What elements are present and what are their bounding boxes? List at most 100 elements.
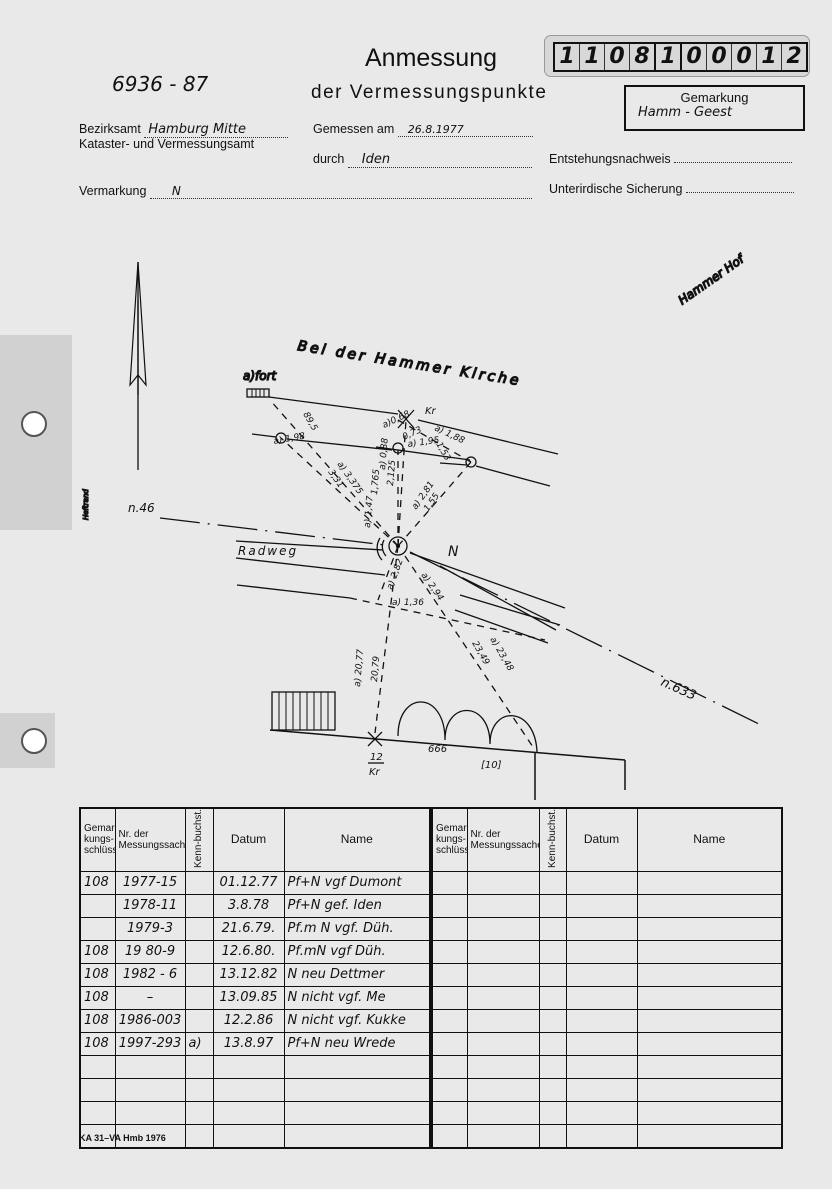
table-cell: 1986-003 (114, 1008, 186, 1033)
table-cell (184, 985, 214, 1010)
table-row (431, 1031, 783, 1056)
document-title: Anmessung (365, 44, 498, 72)
table-cell: 3.8.78 (212, 893, 285, 918)
measurement-label: a) 1,95 (407, 436, 440, 450)
column-header: Kenn-buchst. (184, 807, 214, 872)
table-cell (538, 1123, 567, 1149)
entstehung-label: Entstehungsnachweis (549, 152, 671, 166)
column-header-label: Name (340, 832, 373, 847)
column-header: Datum (565, 807, 638, 872)
table-cell (538, 1100, 567, 1125)
measurement-label: 89,5 (300, 411, 319, 434)
measurement-label: 20,79 (370, 655, 382, 682)
table-cell (212, 1123, 285, 1149)
table-cell (636, 939, 783, 964)
cross-mark (397, 409, 415, 429)
code-digit: 1 (654, 44, 680, 70)
table-cell (636, 1008, 783, 1033)
table-cell: 12.2.86 (212, 1008, 285, 1033)
table-cell (431, 1077, 468, 1102)
gemessen-label: Gemessen am (313, 122, 395, 136)
table-cell: 21.6.79. (212, 916, 285, 941)
margin-label: Heftrand (82, 489, 90, 520)
n633-label: n.633 (658, 675, 698, 704)
table-cell (431, 985, 468, 1010)
gemarkung-value: Hamm - Geest (638, 105, 732, 120)
table-cell (79, 916, 116, 941)
table-cell: Pf+N neu Wrede (283, 1031, 431, 1056)
point-n-label: N (448, 544, 459, 560)
table-cell (212, 1077, 285, 1102)
table-row (79, 1077, 431, 1102)
amt-label: Kataster- und Vermessungsamt (79, 137, 255, 151)
table-cell (466, 1077, 540, 1102)
table-cell (431, 1008, 468, 1033)
north-arrow-icon (129, 261, 147, 470)
table-cell (431, 1031, 468, 1056)
durch-value: Iden (347, 152, 532, 168)
table-row (431, 1054, 783, 1079)
table-cell (283, 1100, 431, 1125)
history-table-left: Gemar-kungs-schlüsselNr. der Messungssac… (79, 807, 431, 1149)
table-cell: 13.12.82 (212, 962, 285, 987)
table-row (431, 1008, 783, 1033)
table-cell (565, 893, 638, 918)
column-header: Kenn-buchst. (538, 807, 567, 872)
code-digit: 0 (706, 44, 731, 70)
measurement-label: 1,765 (370, 468, 382, 495)
table-cell (114, 1123, 186, 1149)
arches (397, 701, 538, 753)
table-cell (184, 1054, 214, 1079)
table-cell: N nicht vgf. Kukke (283, 1008, 431, 1033)
table-cell: – (114, 985, 186, 1010)
bezirksamt-value: Hamburg Mitte (144, 122, 289, 138)
table-cell (636, 985, 783, 1010)
table-cell (466, 916, 540, 941)
punch-hole (21, 411, 47, 437)
gemessen-field: Gemessen am 26.8.1977 (313, 122, 533, 137)
table-cell: 108 (79, 985, 116, 1010)
table-cell (466, 870, 540, 895)
durch-label: durch (313, 152, 345, 166)
column-header: Gemar-kungs-schlüssel (431, 807, 468, 872)
table-cell: N nicht vgf. Me (283, 985, 431, 1010)
table-cell (565, 939, 638, 964)
table-cell (538, 1031, 567, 1056)
table-cell (79, 1054, 116, 1079)
label-666: 666 (428, 744, 447, 755)
table-cell (184, 916, 214, 941)
street-label: Bei der Hammer Kirche (296, 338, 522, 389)
road-edge (235, 540, 386, 599)
kr-label: Kr (425, 406, 437, 417)
kr-bottom-label: Kr (369, 767, 381, 778)
column-header: Nr. der Messungssache (466, 807, 540, 872)
n46-label: n.46 (128, 501, 155, 515)
column-header-label: Kenn-buchst. (193, 809, 204, 868)
table-cell (184, 893, 214, 918)
table-cell (565, 870, 638, 895)
table-cell (636, 870, 783, 895)
table-cell (114, 1054, 186, 1079)
gemarkung-label: Gemarkung (680, 90, 749, 105)
table-cell (538, 939, 567, 964)
entstehung-line (674, 152, 793, 163)
table-row (79, 1123, 431, 1149)
table-cell (538, 870, 567, 895)
table-cell (184, 1123, 214, 1149)
table-cell (636, 1123, 783, 1149)
table-cell: 108 (79, 1008, 116, 1033)
table-cell (636, 916, 783, 941)
sicherung-field: Unterirdische Sicherung (549, 182, 794, 196)
table-cell (565, 1100, 638, 1125)
gemarkung-box: Gemarkung Hamm - Geest (624, 85, 805, 131)
table-cell (431, 1054, 468, 1079)
table-cell (636, 1100, 783, 1125)
form-number: KA 31–VA Hmb 1976 (79, 1133, 166, 1143)
table-cell (79, 1100, 116, 1125)
table-cell (184, 870, 214, 895)
